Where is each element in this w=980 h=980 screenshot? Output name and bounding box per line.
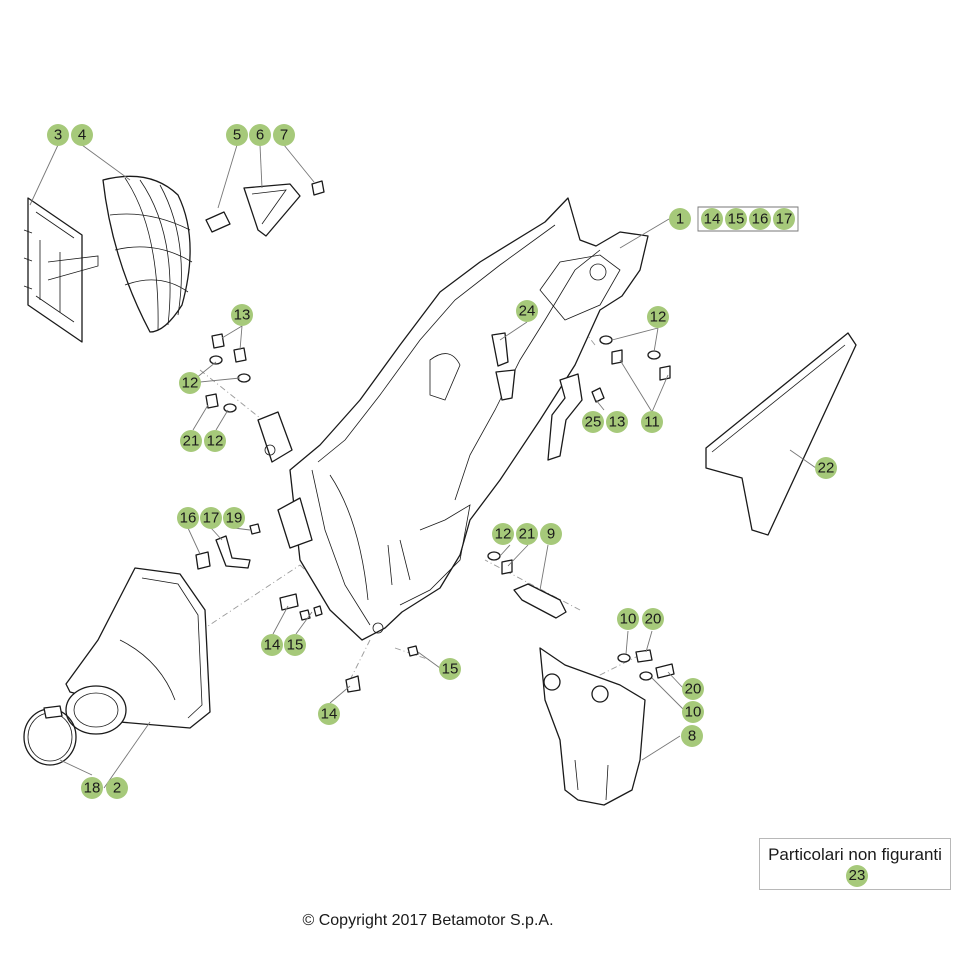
- svg-text:22: 22: [818, 460, 835, 477]
- svg-text:2: 2: [113, 780, 121, 797]
- callout-15-top: 15: [725, 208, 747, 230]
- callout-10-top: 10: [617, 608, 639, 630]
- svg-text:12: 12: [650, 309, 667, 326]
- svg-text:13: 13: [234, 307, 251, 324]
- svg-text:16: 16: [180, 510, 197, 527]
- svg-text:20: 20: [685, 681, 702, 698]
- lower-cover-part: [539, 647, 646, 806]
- air-filter-part: [102, 175, 193, 333]
- callout-20-top: 20: [642, 608, 664, 630]
- svg-text:13: 13: [609, 414, 626, 431]
- cover-fastener-parts: [617, 649, 675, 681]
- svg-text:24: 24: [519, 303, 536, 320]
- intake-boot-part: [65, 567, 211, 735]
- callout-25: 25: [582, 411, 604, 433]
- svg-text:7: 7: [280, 127, 288, 144]
- callout-8: 8: [681, 725, 703, 747]
- svg-text:1: 1: [676, 211, 684, 228]
- callout-3: 3: [47, 124, 69, 146]
- callout-1: 1: [669, 208, 691, 230]
- svg-text:5: 5: [233, 127, 241, 144]
- bracket-parts: [491, 332, 605, 461]
- filter-fastener-parts: [205, 180, 325, 237]
- callout-14-lower: 14: [318, 703, 340, 725]
- callout-14-top: 14: [701, 208, 723, 230]
- callout-12-right: 12: [647, 306, 669, 328]
- copyright-notice: © Copyright 2017 Betamotor S.p.A.: [302, 912, 554, 929]
- airbox-frame-part: [289, 197, 649, 641]
- svg-text:12: 12: [495, 526, 512, 543]
- svg-text:21: 21: [519, 526, 536, 543]
- svg-text:15: 15: [728, 211, 745, 228]
- callout-13-right: 13: [606, 411, 628, 433]
- svg-text:6: 6: [256, 127, 264, 144]
- svg-text:14: 14: [704, 211, 721, 228]
- filter-cage-part: [23, 197, 99, 343]
- callout-5: 5: [226, 124, 248, 146]
- callout-15-lower: 15: [439, 658, 461, 680]
- left-fastener-parts: [205, 333, 293, 463]
- svg-text:15: 15: [442, 661, 459, 678]
- drain-plug-parts: [487, 551, 567, 619]
- callout-22: 22: [815, 457, 837, 479]
- svg-text:8: 8: [688, 728, 696, 745]
- callout-9: 9: [540, 523, 562, 545]
- svg-text:21: 21: [183, 433, 200, 450]
- svg-text:25: 25: [585, 414, 602, 431]
- callout-12-drain: 12: [492, 523, 514, 545]
- callout-12-lower-left: 12: [204, 430, 226, 452]
- callout-21-left: 21: [180, 430, 202, 452]
- svg-text:12: 12: [182, 375, 199, 392]
- side-panel-part: [705, 332, 857, 536]
- small-clip-parts: [279, 593, 419, 693]
- callout-19: 19: [223, 507, 245, 529]
- svg-text:14: 14: [264, 637, 281, 654]
- svg-text:15: 15: [287, 637, 304, 654]
- not-shown-parts-title: Particolari non figuranti: [768, 845, 942, 864]
- svg-text:18: 18: [84, 780, 101, 797]
- callout-16-left: 16: [177, 507, 199, 529]
- airbox-fastener-parts: [599, 335, 671, 381]
- callout-17-top: 17: [773, 208, 795, 230]
- svg-text:3: 3: [54, 127, 62, 144]
- callout-6: 6: [249, 124, 271, 146]
- svg-text:11: 11: [644, 414, 660, 431]
- leader-lines: [29, 144, 817, 789]
- not-shown-parts-box: Particolari non figuranti 23: [759, 838, 951, 890]
- svg-text:19: 19: [226, 510, 243, 527]
- callout-24: 24: [516, 300, 538, 322]
- svg-text:12: 12: [207, 433, 224, 450]
- callout-7: 7: [273, 124, 295, 146]
- svg-text:20: 20: [645, 611, 662, 628]
- hose-clamp-part: [23, 705, 77, 766]
- svg-text:9: 9: [547, 526, 555, 543]
- svg-text:10: 10: [685, 704, 702, 721]
- svg-text:16: 16: [752, 211, 769, 228]
- callout-11: 11: [641, 411, 663, 433]
- callout-20-right: 20: [682, 678, 704, 700]
- callout-12-left: 12: [179, 372, 201, 394]
- callout-10-right: 10: [682, 701, 704, 723]
- callout-21-drain: 21: [516, 523, 538, 545]
- svg-text:17: 17: [203, 510, 220, 527]
- svg-text:10: 10: [620, 611, 637, 628]
- svg-text:4: 4: [78, 127, 86, 144]
- callout-14-mid: 14: [261, 634, 283, 656]
- callout-4: 4: [71, 124, 93, 146]
- callout-2: 2: [106, 777, 128, 799]
- callout-18: 18: [81, 777, 103, 799]
- svg-text:17: 17: [776, 211, 793, 228]
- svg-text:14: 14: [321, 706, 338, 723]
- callout-17-left: 17: [200, 507, 222, 529]
- callout-13-left: 13: [231, 304, 253, 326]
- callout-16-top: 16: [749, 208, 771, 230]
- clip-hardware-parts: [195, 497, 313, 570]
- callout-23: 23: [846, 865, 868, 887]
- callout-15-mid: 15: [284, 634, 306, 656]
